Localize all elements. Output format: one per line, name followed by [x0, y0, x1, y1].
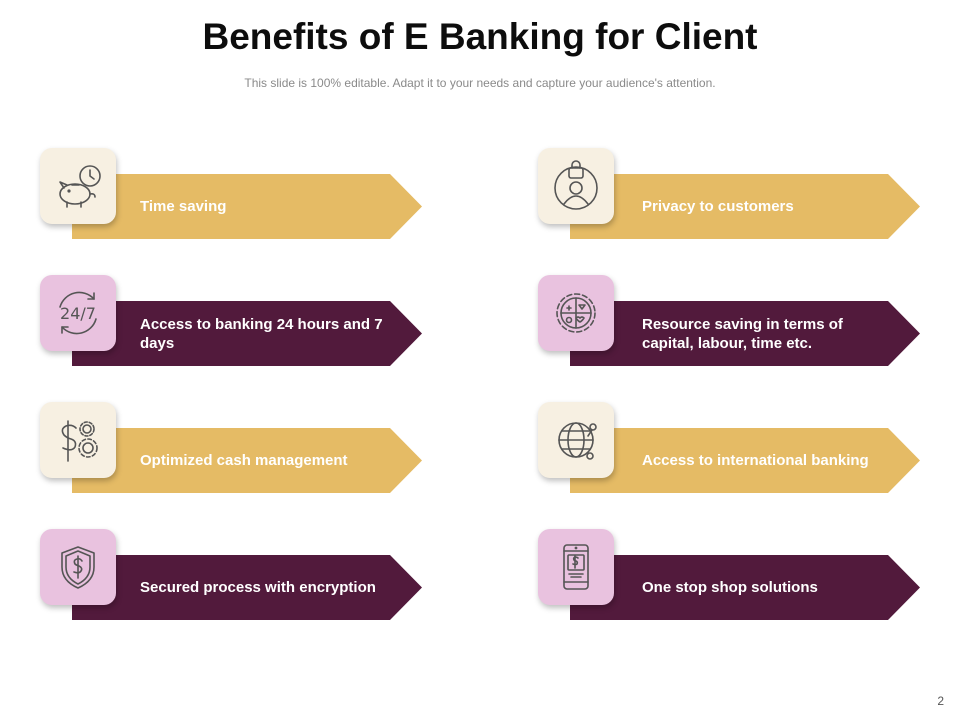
benefit-label: Optimized cash management — [140, 452, 348, 469]
benefit-label: Access to banking 24 hours and 7 days — [140, 315, 383, 352]
benefit-arrow: Resource saving in terms of capital, lab… — [570, 301, 920, 366]
piggy-bank-clock-icon — [40, 148, 116, 224]
benefit-arrow: Time saving — [72, 174, 422, 239]
benefit-item-one-stop-shop: One stop shop solutions — [538, 529, 920, 621]
shield-dollar-icon — [40, 529, 116, 605]
resource-gear-icon — [538, 275, 614, 351]
benefit-arrow: Privacy to customers — [570, 174, 920, 239]
benefit-arrow: Secured process with encryption — [72, 555, 422, 620]
benefit-arrow: One stop shop solutions — [570, 555, 920, 620]
benefit-item-international: Access to international banking — [538, 402, 920, 494]
benefit-item-time-saving: Time saving — [40, 148, 422, 240]
benefit-label: Privacy to customers — [642, 198, 794, 215]
benefit-arrow: Optimized cash management — [72, 428, 422, 493]
benefit-item-cash-management: Optimized cash management — [40, 402, 422, 494]
benefit-label: Access to international banking — [642, 452, 869, 469]
benefit-label: One stop shop solutions — [642, 579, 818, 596]
benefit-arrow: Access to banking 24 hours and 7 days — [72, 301, 422, 366]
dollar-gears-icon — [40, 402, 116, 478]
benefit-item-privacy: Privacy to customers — [538, 148, 920, 240]
benefit-item-resource-saving: Resource saving in terms of capital, lab… — [538, 275, 920, 367]
benefit-item-24-7: Access to banking 24 hours and 7 days 24… — [40, 275, 422, 367]
svg-text:24/7: 24/7 — [60, 304, 96, 323]
benefit-arrow: Access to international banking — [570, 428, 920, 493]
benefit-label: Secured process with encryption — [140, 579, 376, 596]
globe-network-icon — [538, 402, 614, 478]
user-lock-icon — [538, 148, 614, 224]
slide-subtitle: This slide is 100% editable. Adapt it to… — [244, 76, 716, 90]
page-number: 2 — [937, 694, 944, 708]
benefit-label: Resource saving in terms of capital, lab… — [642, 315, 843, 352]
mobile-banking-icon — [538, 529, 614, 605]
24-7-icon: 24/7 — [40, 275, 116, 351]
benefit-item-secured: Secured process with encryption — [40, 529, 422, 621]
slide-title: Benefits of E Banking for Client — [202, 16, 758, 57]
benefit-label: Time saving — [140, 198, 227, 215]
